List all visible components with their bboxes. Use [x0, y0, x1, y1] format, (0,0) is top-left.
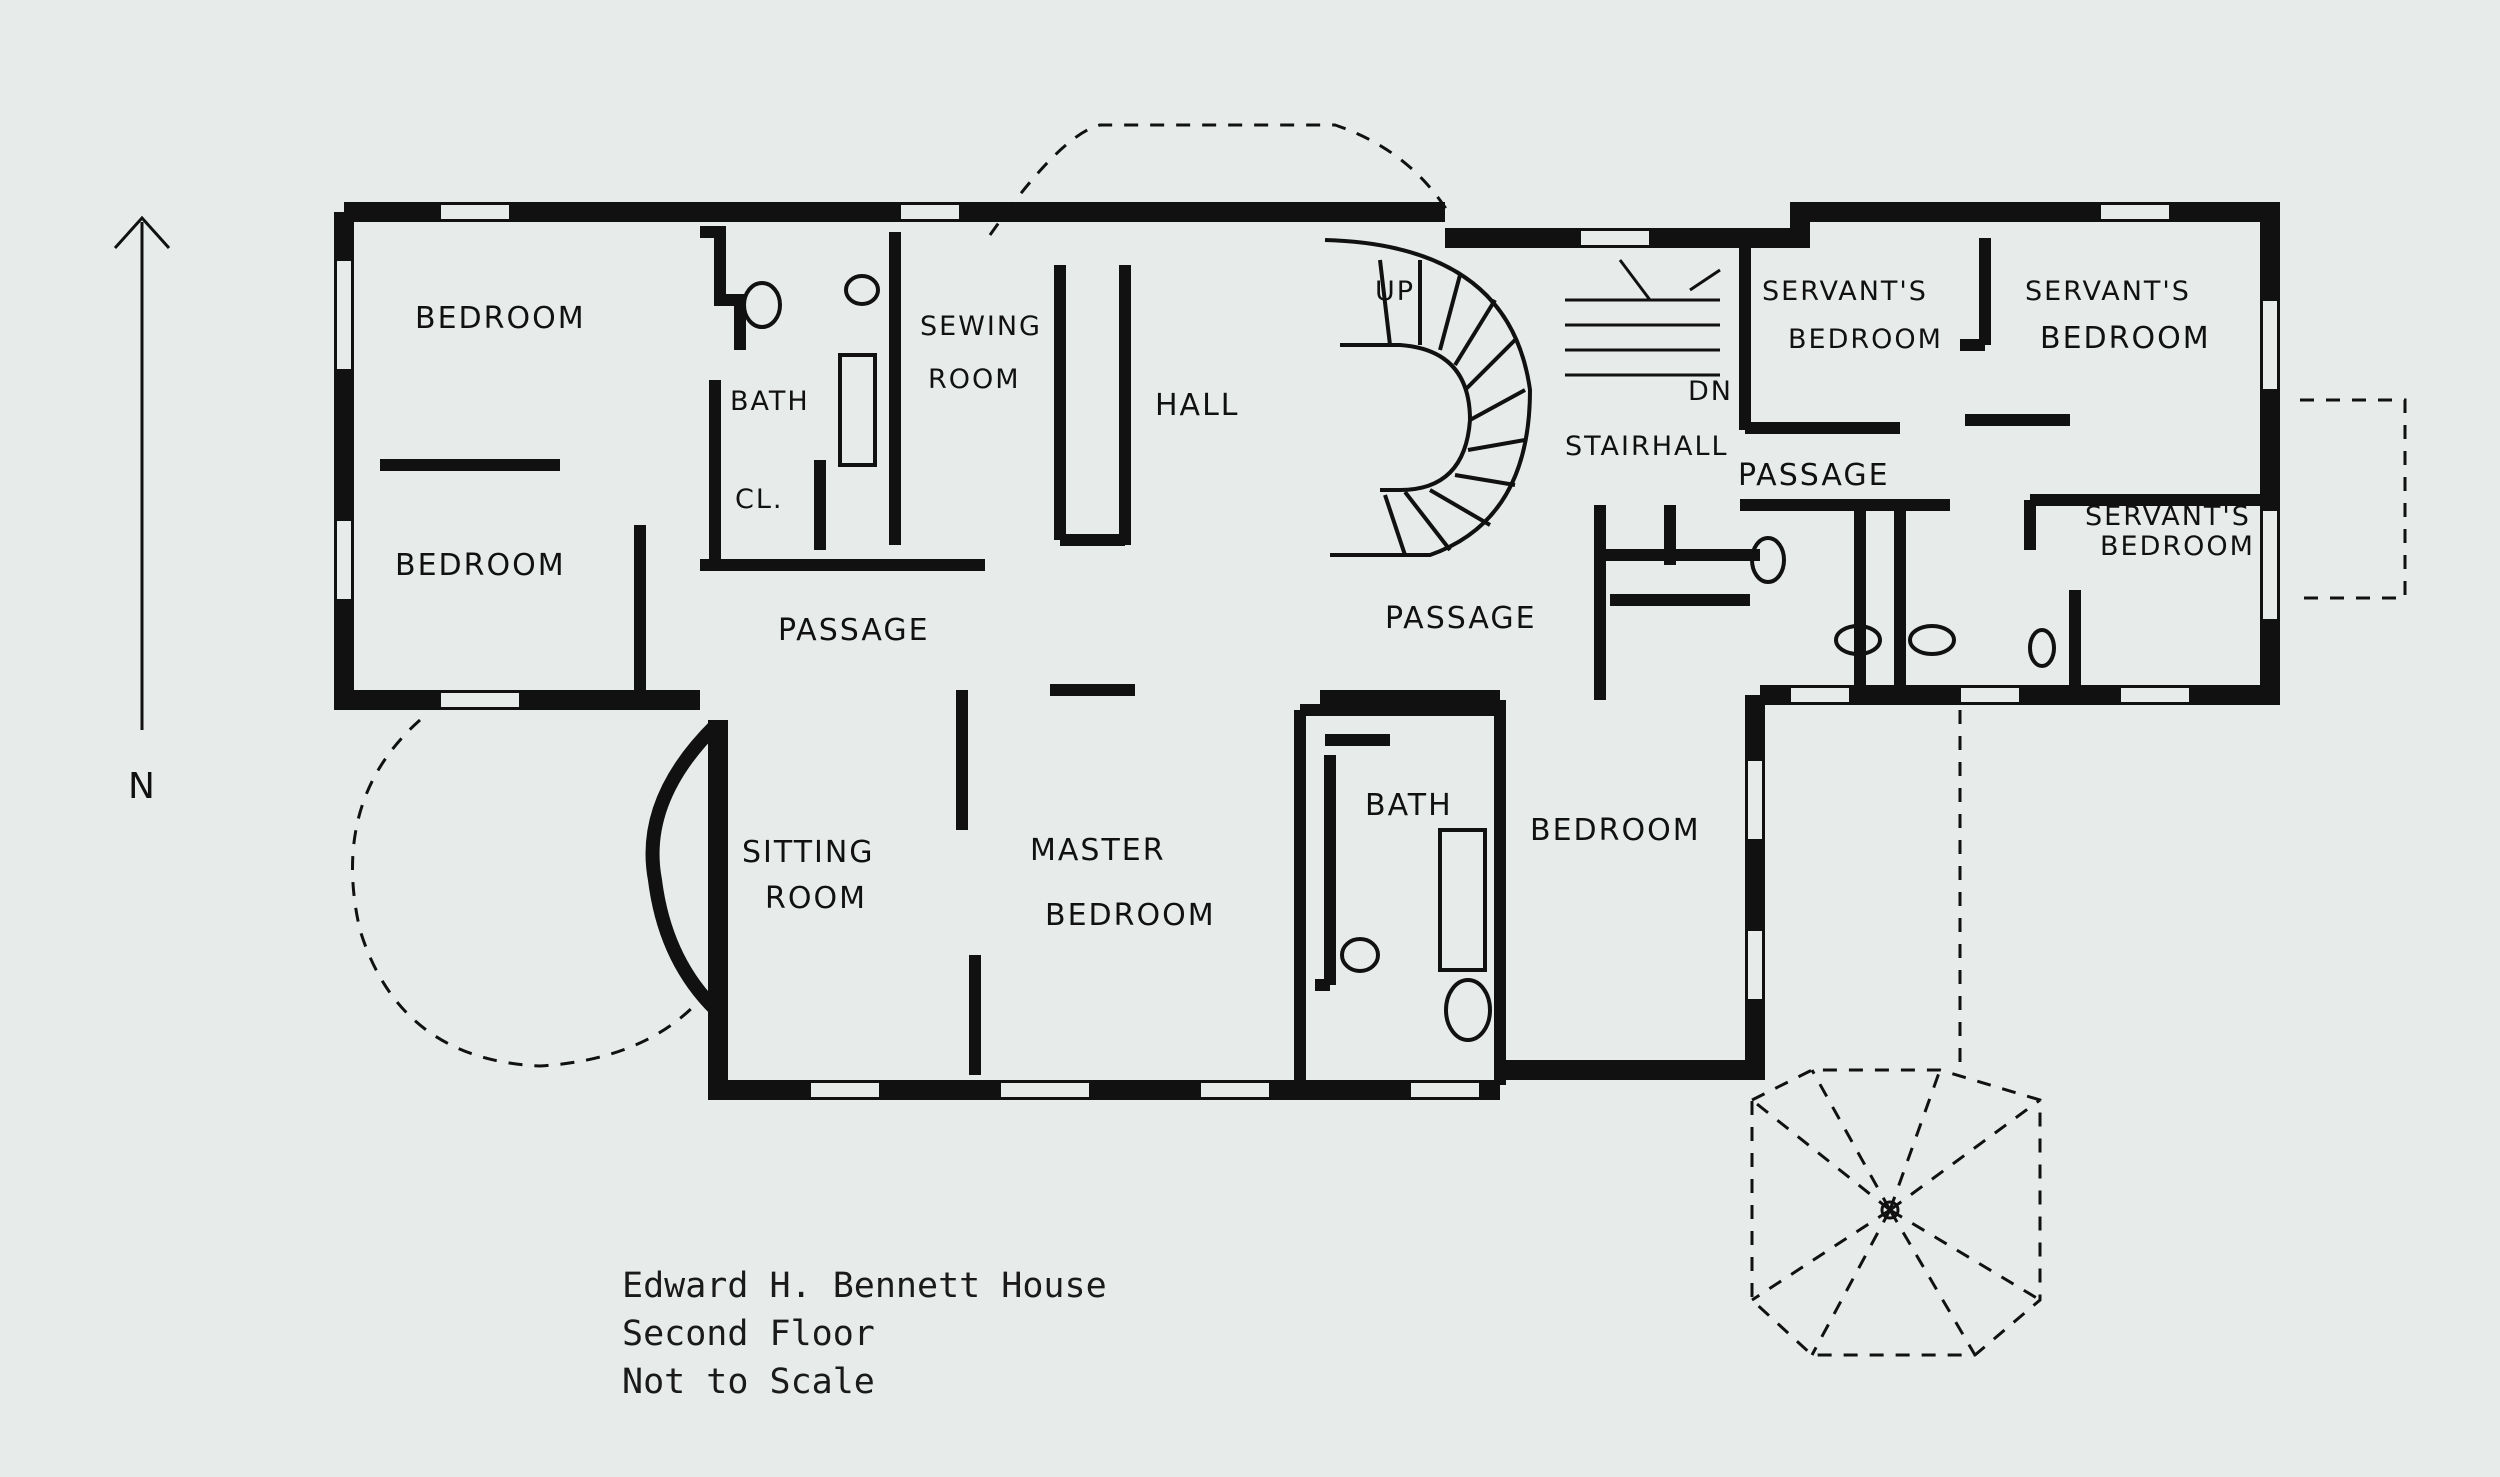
- caption-scale-note: Not to Scale: [622, 1362, 875, 1402]
- label-bedroom-nw: BEDROOM: [415, 301, 586, 336]
- bay-center: [1880, 1200, 1900, 1220]
- label-bath-s: BATH: [1365, 788, 1453, 823]
- label-bedroom-w: BEDROOM: [395, 548, 566, 583]
- caption-title: Edward H. Bennett House: [622, 1266, 1107, 1306]
- dashed-outlines: [351, 123, 2407, 1357]
- label-stairhall: STAIRHALL: [1565, 431, 1729, 462]
- label-servants-1a: SERVANT'S: [1762, 276, 1928, 307]
- label-closet: CL.: [735, 484, 783, 515]
- sitting-room-bay: [645, 720, 721, 1015]
- north-label: N: [128, 766, 155, 807]
- interior-walls: [380, 226, 2270, 1085]
- label-servants-3a: SERVANT'S: [2085, 501, 2251, 532]
- label-sitting-1: SITTING: [742, 835, 875, 870]
- label-servants-1b: BEDROOM: [1788, 324, 1943, 355]
- spiral-stair: [1324, 238, 1533, 557]
- label-passage-w: PASSAGE: [778, 613, 930, 648]
- label-servants-2a: SERVANT'S: [2025, 276, 2191, 307]
- label-master-1: MASTER: [1030, 833, 1166, 868]
- label-bath-n: BATH: [730, 386, 810, 417]
- label-passage-c: PASSAGE: [1385, 601, 1537, 636]
- label-bedroom-s: BEDROOM: [1530, 813, 1701, 848]
- room-labels: BEDROOM BEDROOM BATH CL. SEWING ROOM HAL…: [395, 276, 2255, 933]
- caption-floor: Second Floor: [622, 1314, 875, 1354]
- bath-fixtures: [742, 274, 2056, 1042]
- plan-caption: Edward H. Bennett House Second Floor Not…: [622, 1262, 1107, 1406]
- label-passage-e: PASSAGE: [1738, 458, 1890, 493]
- windows: [335, 203, 2279, 1099]
- service-stair: [1565, 259, 1721, 377]
- label-sewing-1: SEWING: [920, 311, 1042, 342]
- north-arrow: [113, 215, 171, 730]
- label-servants-2b: BEDROOM: [2040, 321, 2211, 356]
- label-dn: DN: [1688, 376, 1733, 407]
- label-sitting-2: ROOM: [765, 881, 867, 916]
- label-servants-3b: BEDROOM: [2100, 531, 2255, 562]
- label-master-2: BEDROOM: [1045, 898, 1216, 933]
- label-sewing-2: ROOM: [928, 364, 1021, 395]
- label-hall: HALL: [1155, 388, 1240, 423]
- label-up: UP: [1375, 276, 1415, 307]
